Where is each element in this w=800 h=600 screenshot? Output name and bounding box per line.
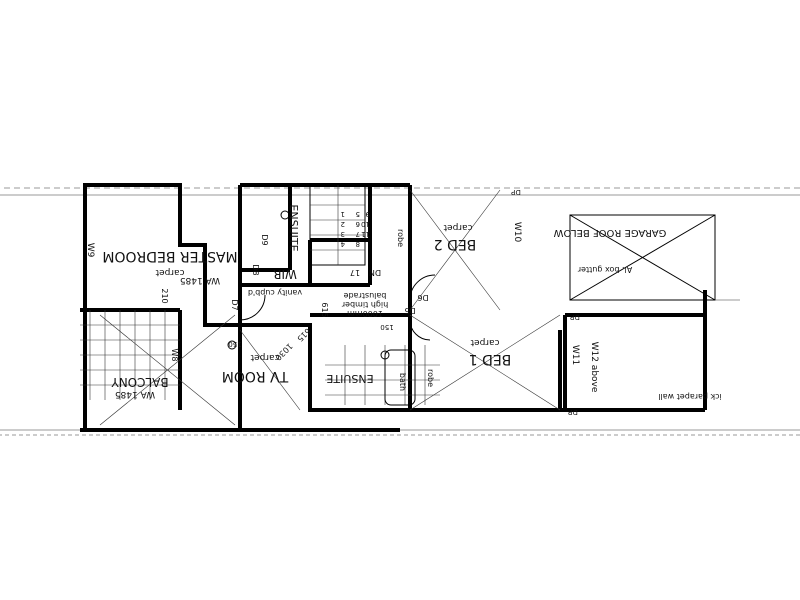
label-balcony: BALCONY xyxy=(111,375,169,389)
label-garage-roof: GARAGE ROOF BELOW xyxy=(553,227,666,238)
label-wa-2: WA 1485 xyxy=(115,389,155,399)
stair-step: 11 xyxy=(361,230,370,238)
label-dn: DN xyxy=(369,268,381,277)
bed1-diagonal-2 xyxy=(409,314,561,411)
light-fitting-3 xyxy=(280,210,290,220)
label-master-carpet: carpet xyxy=(155,267,184,277)
label-tv-carpet: carpet xyxy=(250,352,279,362)
stair-step: 3 xyxy=(341,230,345,238)
label-w9: W9 xyxy=(85,243,95,258)
label-d8: D8 xyxy=(251,264,260,275)
label-w11: W11 xyxy=(570,345,580,365)
labels: MASTER BEDROOM carpet BED 2 carpet BED 1… xyxy=(85,188,722,416)
label-ensuite-top: ENSUITE xyxy=(287,204,300,251)
stair-step: 10 xyxy=(361,220,370,228)
label-dim-615a: 615 xyxy=(320,302,329,317)
label-d9: D9 xyxy=(260,234,269,245)
label-dp-1: DP xyxy=(511,188,521,196)
label-bath: bath xyxy=(398,373,407,391)
stair-step-numbers: 1 2 3 4 5 6 7 8 9 10 11 xyxy=(340,210,370,248)
label-h2: 150 xyxy=(380,323,393,331)
label-bed1: BED 1 xyxy=(469,351,512,367)
label-w10: W10 xyxy=(512,222,522,243)
label-bed2-carpet: carpet xyxy=(443,222,472,232)
label-wa-1: WA 1485 xyxy=(180,275,220,285)
plan-rotated-group xyxy=(0,183,800,436)
label-dp-2: DP xyxy=(570,313,580,321)
stair-step: 1 xyxy=(341,210,345,218)
label-bed2: BED 2 xyxy=(434,236,477,252)
label-balustrade-3: 1000mm xyxy=(347,309,383,318)
label-master-bedroom: MASTER BEDROOM xyxy=(102,248,237,264)
label-ensuite-bottom: ENSUITE xyxy=(326,372,373,385)
label-tv-room: TV ROOM xyxy=(222,368,289,384)
label-w12-above: W12 above xyxy=(589,342,599,393)
label-h1: 150 xyxy=(228,340,241,348)
label-parapet: ick parapet wall xyxy=(658,392,722,401)
stair-step: 2 xyxy=(341,220,345,228)
label-balustrade-1: balustrade xyxy=(344,291,387,300)
garage-roof-diagonal-2 xyxy=(569,214,716,301)
label-bed1-carpet: carpet xyxy=(470,337,499,347)
label-dn-num: 17 xyxy=(350,268,360,277)
balcony-tile-grid xyxy=(80,310,180,400)
light-fitting-1 xyxy=(227,340,237,350)
tv-diagonal-1 xyxy=(239,329,301,411)
door-swing-d5 xyxy=(409,319,431,341)
door-swing-d7 xyxy=(239,294,266,321)
bed2-diagonal-2 xyxy=(409,189,501,311)
label-box-gutter: Al. box gutter xyxy=(577,265,632,274)
label-balustrade-2: high timber xyxy=(341,300,388,309)
label-d6: D6 xyxy=(417,293,428,302)
label-dp-3: DP xyxy=(568,408,578,416)
label-d7: D7 xyxy=(230,299,239,310)
label-robe-2: robe xyxy=(396,229,405,247)
label-robe: robe xyxy=(426,369,435,387)
label-wir: WIR xyxy=(273,267,297,281)
label-w8: W8 xyxy=(170,349,179,362)
garage-roof-outline xyxy=(569,214,716,301)
stair-step: 6 xyxy=(355,220,360,228)
stair-step: 7 xyxy=(356,230,360,238)
light-fitting-2 xyxy=(380,350,390,360)
label-d5: D5 xyxy=(404,306,415,315)
label-vanity: vanity cupb'd xyxy=(248,288,302,297)
label-dim-210: 210 xyxy=(160,288,169,303)
stair-step: 8 xyxy=(356,240,360,248)
door-swing-d6 xyxy=(409,274,436,301)
staircase xyxy=(309,184,366,266)
bath-tub xyxy=(384,349,416,406)
stair-step: 9 xyxy=(366,210,370,218)
stair-step: 5 xyxy=(356,210,360,218)
stair-step: 4 xyxy=(340,240,345,248)
